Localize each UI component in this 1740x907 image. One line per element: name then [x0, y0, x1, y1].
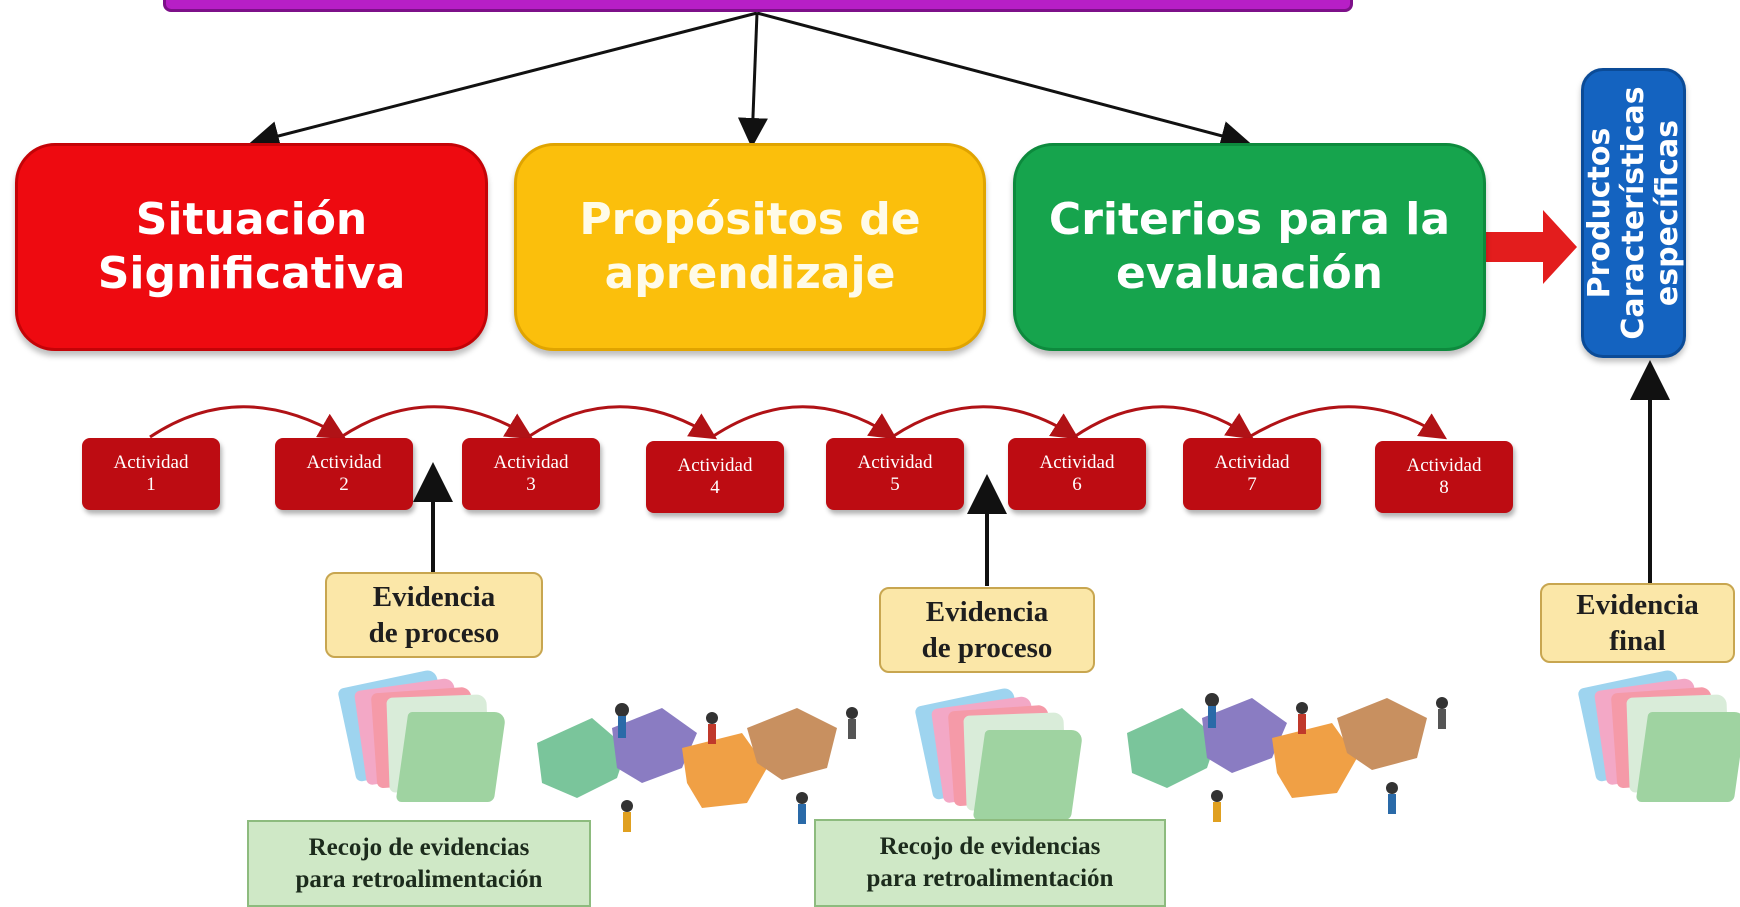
- actividad-2: Actividad 2: [275, 438, 413, 510]
- folders-icon: [914, 686, 1085, 830]
- evidence-arrows: [413, 360, 1670, 586]
- puzzle-icon: [1127, 693, 1448, 822]
- productos-label: Productos Características específicas: [1581, 86, 1685, 340]
- top-banner: [163, 0, 1353, 12]
- folders-icon: [1577, 668, 1740, 812]
- banner-connectors: [249, 11, 1251, 151]
- actividad-5: Actividad 5: [826, 438, 964, 510]
- actividad-4: Actividad 4: [646, 441, 784, 513]
- recojo-evidencias-right: Recojo de evidencias para retroalimentac…: [814, 819, 1166, 907]
- activity-arcs: [149, 405, 1448, 440]
- actividad-8: Actividad 8: [1375, 441, 1513, 513]
- evidencia-final: Evidencia final: [1540, 583, 1735, 663]
- productos-box: Productos Características específicas: [1581, 68, 1686, 358]
- red-block-arrow: [1486, 210, 1577, 284]
- actividad-3: Actividad 3: [462, 438, 600, 510]
- evidencia-proceso-2: Evidencia de proceso: [879, 587, 1095, 673]
- situacion-significativa-box: Situación Significativa: [15, 143, 488, 351]
- propositos-aprendizaje-box: Propósitos de aprendizaje: [514, 143, 986, 351]
- puzzle-icon: [537, 703, 858, 832]
- actividad-1: Actividad 1: [82, 438, 220, 510]
- evidencia-proceso-1: Evidencia de proceso: [325, 572, 543, 658]
- recojo-evidencias-left: Recojo de evidencias para retroalimentac…: [247, 820, 591, 907]
- actividad-6: Actividad 6: [1008, 438, 1146, 510]
- folders-icon: [337, 668, 508, 812]
- actividad-7: Actividad 7: [1183, 438, 1321, 510]
- criterios-evaluacion-box: Criterios para la evaluación: [1013, 143, 1486, 351]
